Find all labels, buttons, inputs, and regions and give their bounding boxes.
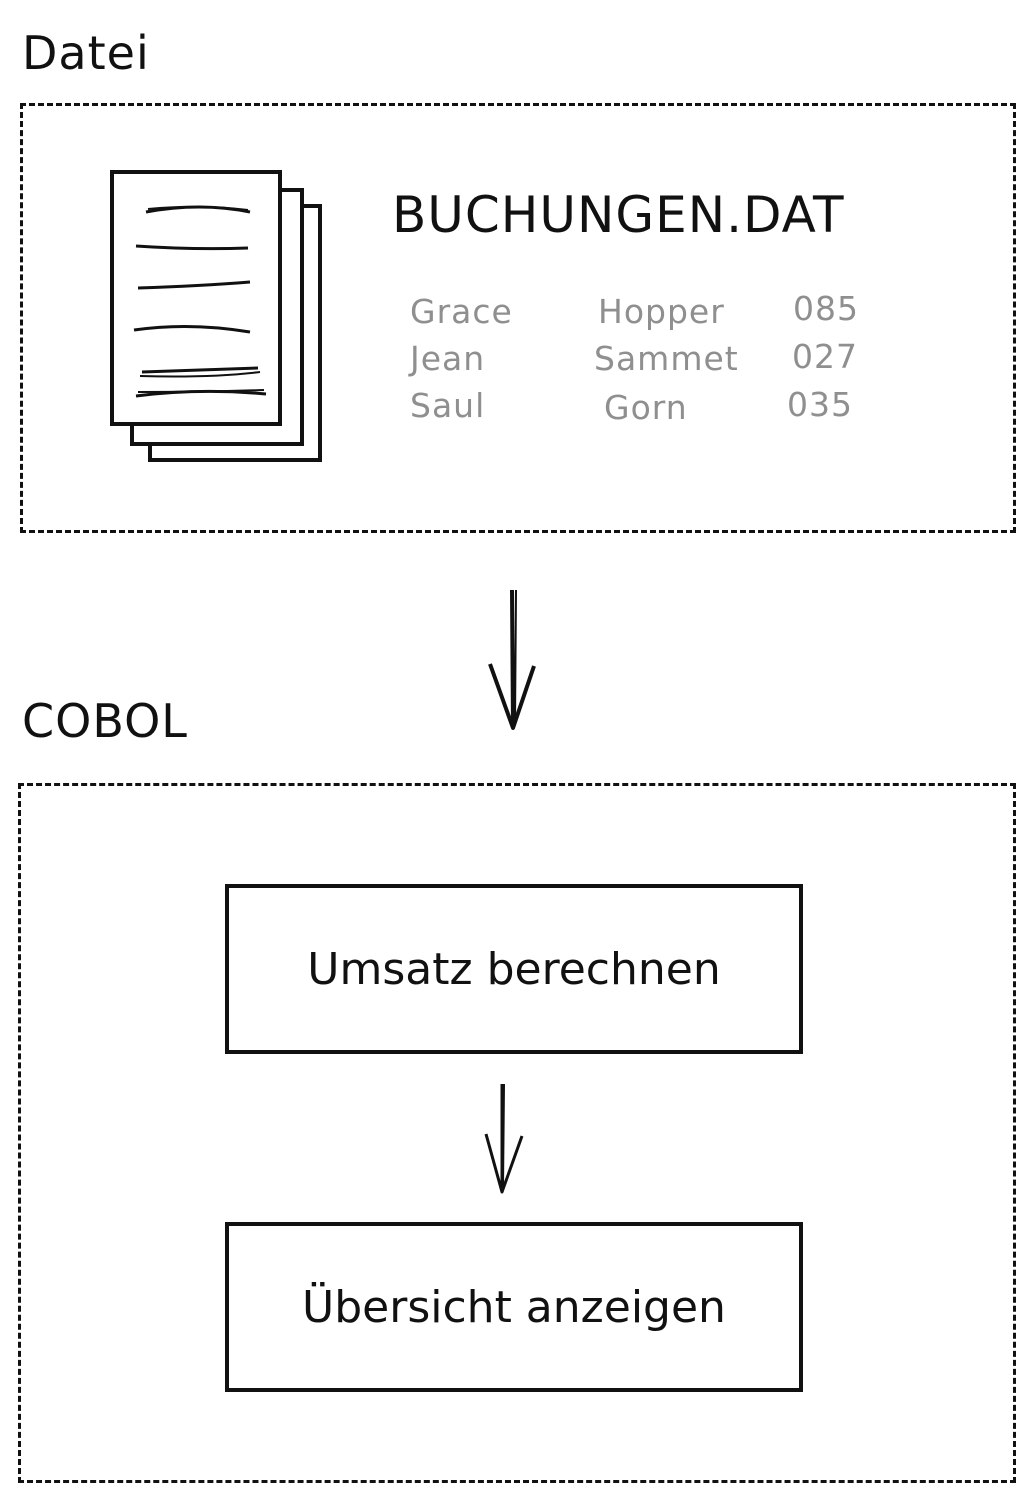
filename-title: BUCHUNGEN.DAT	[392, 186, 845, 244]
record-1-code: 085	[793, 289, 859, 328]
record-1-first: Grace	[410, 292, 513, 331]
record-3-last: Gorn	[604, 388, 688, 427]
record-2-last: Sammet	[594, 339, 739, 378]
process-step-overview: Übersicht anzeigen	[225, 1222, 803, 1392]
process-step-overview-label: Übersicht anzeigen	[302, 1281, 726, 1333]
record-2-first: Jean	[410, 339, 486, 378]
record-1-last: Hopper	[598, 292, 725, 331]
record-2-code: 027	[792, 337, 858, 376]
file-section-container	[20, 103, 1016, 533]
cobol-section-container	[18, 783, 1016, 1483]
process-step-calculate: Umsatz berechnen	[225, 884, 803, 1054]
record-3-first: Saul	[410, 386, 486, 425]
file-section-label: Datei	[22, 26, 150, 80]
process-step-calculate-label: Umsatz berechnen	[307, 943, 721, 995]
record-3-code: 035	[787, 385, 853, 424]
cobol-section-label: COBOL	[22, 694, 188, 748]
